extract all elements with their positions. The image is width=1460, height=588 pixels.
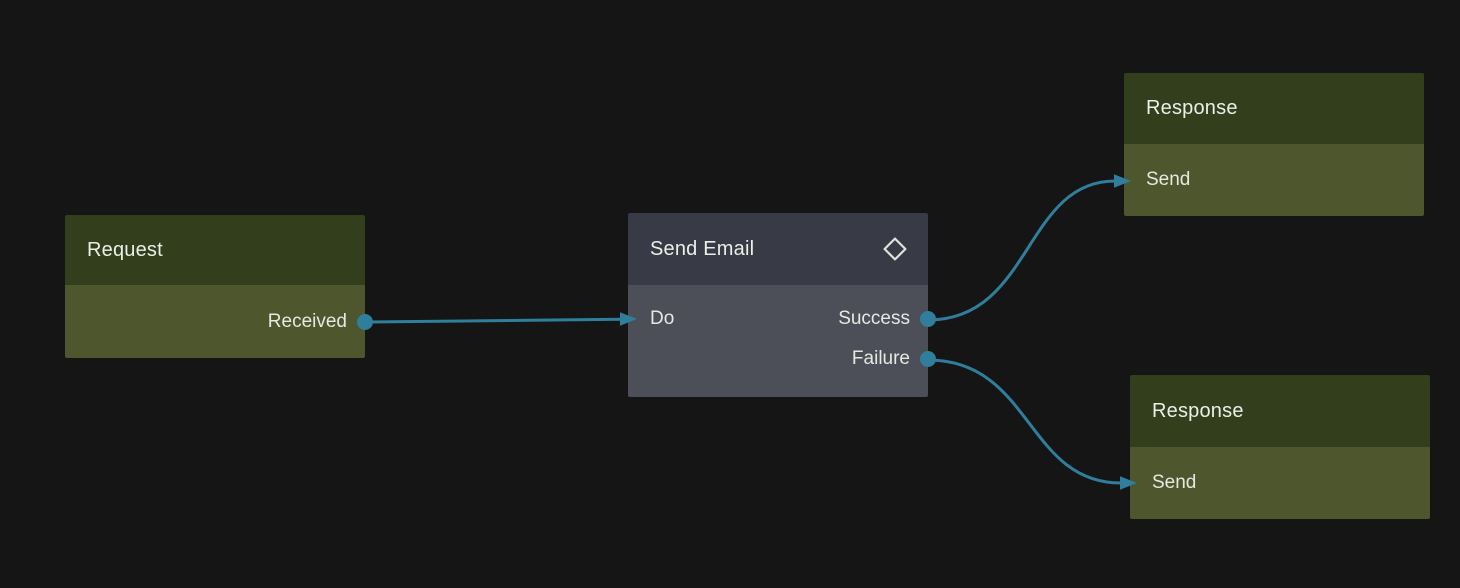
node-response-failure-title: Response [1152,399,1244,422]
edge-failure-to-send[interactable] [927,358,1137,490]
input-port-do-label[interactable]: Do [650,308,675,329]
output-port-received[interactable]: Received [65,285,373,358]
node-response-failure-body: Send [1130,447,1430,519]
input-port-send-bottom[interactable]: Send [1130,447,1430,519]
diamond-icon[interactable] [882,236,908,262]
input-port-send-top-label: Send [1146,169,1191,190]
node-send-email[interactable]: Send Email Do Success Failure [628,213,936,397]
output-port-received-label: Received [267,310,347,332]
edge-success-to-send[interactable] [927,174,1131,322]
node-send-email-body: Do Success Failure [628,285,936,397]
node-response-success[interactable]: Response Send [1124,73,1424,216]
node-request-header[interactable]: Request [65,215,365,285]
input-port-send-bottom-label: Send [1152,472,1197,493]
output-port-failure-dot[interactable] [920,351,936,367]
port-row-do-success: Do Success [628,299,936,339]
node-response-success-header[interactable]: Response [1124,73,1424,144]
input-port-send-top[interactable]: Send [1124,144,1424,216]
node-response-failure[interactable]: Response Send [1130,375,1430,519]
node-response-success-body: Send [1124,144,1424,216]
output-port-failure-label: Failure [851,348,910,369]
output-port-success-label: Success [838,308,910,329]
node-request-title: Request [87,238,163,261]
edge-received-to-do[interactable] [364,312,637,326]
node-response-failure-header[interactable]: Response [1130,375,1430,447]
node-send-email-title: Send Email [650,237,755,260]
node-send-email-header[interactable]: Send Email [628,213,928,285]
output-port-success-dot[interactable] [920,311,936,327]
node-request[interactable]: Request Received [65,215,373,358]
node-response-success-title: Response [1146,97,1238,119]
output-port-received-dot[interactable] [357,313,373,330]
port-row-failure: Failure [628,339,936,379]
node-request-body: Received [65,285,373,358]
